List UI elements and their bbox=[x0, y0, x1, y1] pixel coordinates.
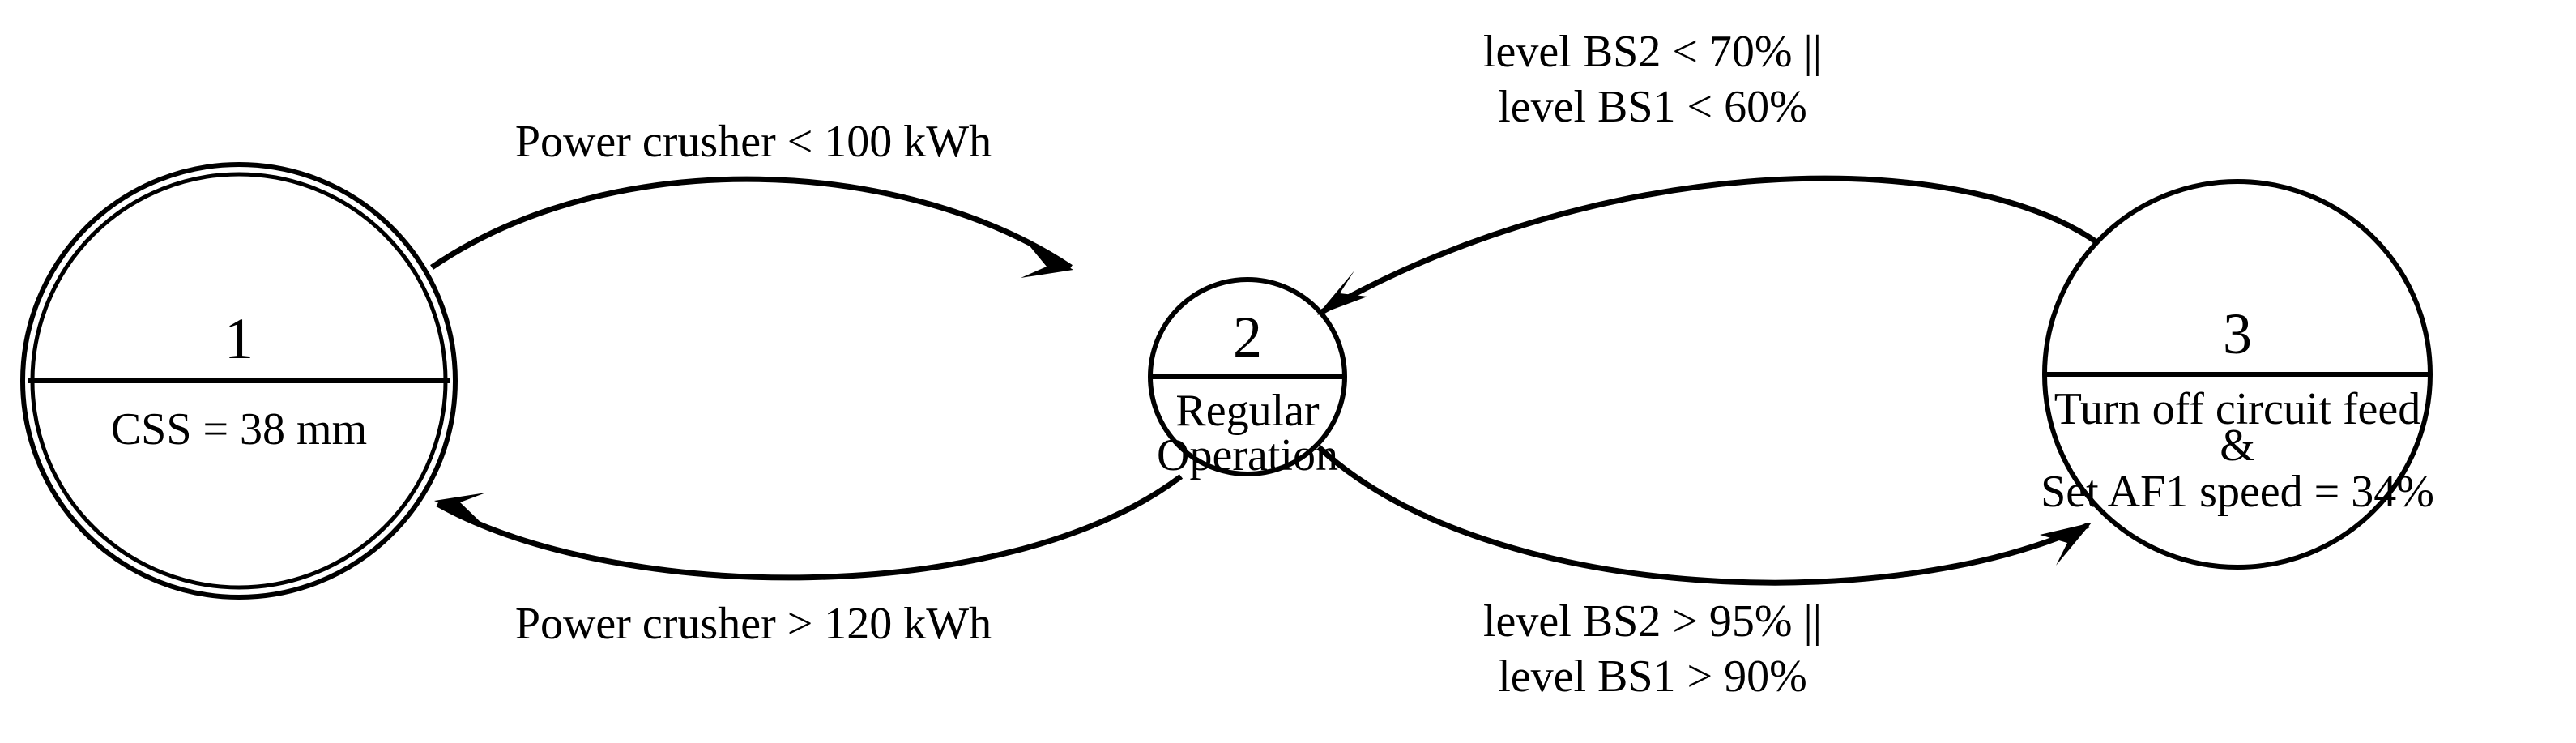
transition-2-to-1-path bbox=[436, 474, 1184, 581]
transition-2-to-1-arrowhead bbox=[434, 493, 486, 524]
state-node-3[interactable]: 3 Turn off circuit feed & Set AF1 speed … bbox=[2041, 179, 2434, 570]
transition-1-to-2-arrowhead bbox=[1021, 243, 1073, 278]
transition-1-to-2[interactable]: Power crusher < 100 kWh bbox=[430, 117, 1073, 278]
state-3-body-line-1: Turn off circuit feed bbox=[2054, 384, 2421, 434]
transition-2-to-3-label-line-2: level BS1 > 90% bbox=[1498, 651, 1807, 702]
transition-1-to-2-label: Power crusher < 100 kWh bbox=[515, 117, 992, 167]
state-3-body-line-3: Set AF1 speed = 34% bbox=[2041, 467, 2434, 517]
state-node-1[interactable]: 1 CSS = 38 mm bbox=[20, 162, 458, 600]
transition-2-to-3[interactable]: level BS2 > 95% || level BS1 > 90% bbox=[1316, 445, 2092, 702]
transition-2-to-3-label-line-1: level BS2 > 95% || bbox=[1483, 596, 1822, 647]
state-3-id: 3 bbox=[2223, 301, 2252, 366]
state-1-body-line-1: CSS = 38 mm bbox=[111, 404, 367, 455]
transition-2-to-1[interactable]: Power crusher > 120 kWh bbox=[434, 474, 1184, 649]
transition-1-to-2-path bbox=[430, 176, 1073, 270]
state-2-body-line-2: Operation bbox=[1157, 430, 1338, 480]
state-1-id: 1 bbox=[224, 306, 254, 371]
transition-3-to-2-arrowhead bbox=[1317, 271, 1367, 315]
state-2-id: 2 bbox=[1233, 305, 1262, 369]
state-3-body-line-2: & bbox=[2220, 421, 2255, 471]
transition-3-to-2[interactable]: level BS2 < 70% || level BS1 < 60% bbox=[1317, 27, 2100, 316]
transition-3-to-2-label-line-2: level BS1 < 60% bbox=[1498, 82, 1807, 132]
state-2-body-line-1: Regular bbox=[1175, 386, 1320, 436]
state-node-2[interactable]: 2 Regular Operation bbox=[1148, 277, 1347, 480]
transition-2-to-3-path bbox=[1316, 445, 2090, 586]
transition-3-to-2-path bbox=[1319, 175, 2100, 316]
transition-3-to-2-label-line-1: level BS2 < 70% || bbox=[1483, 27, 1822, 77]
transition-2-to-1-label: Power crusher > 120 kWh bbox=[515, 599, 992, 649]
transition-2-to-3-arrowhead bbox=[2040, 523, 2092, 566]
